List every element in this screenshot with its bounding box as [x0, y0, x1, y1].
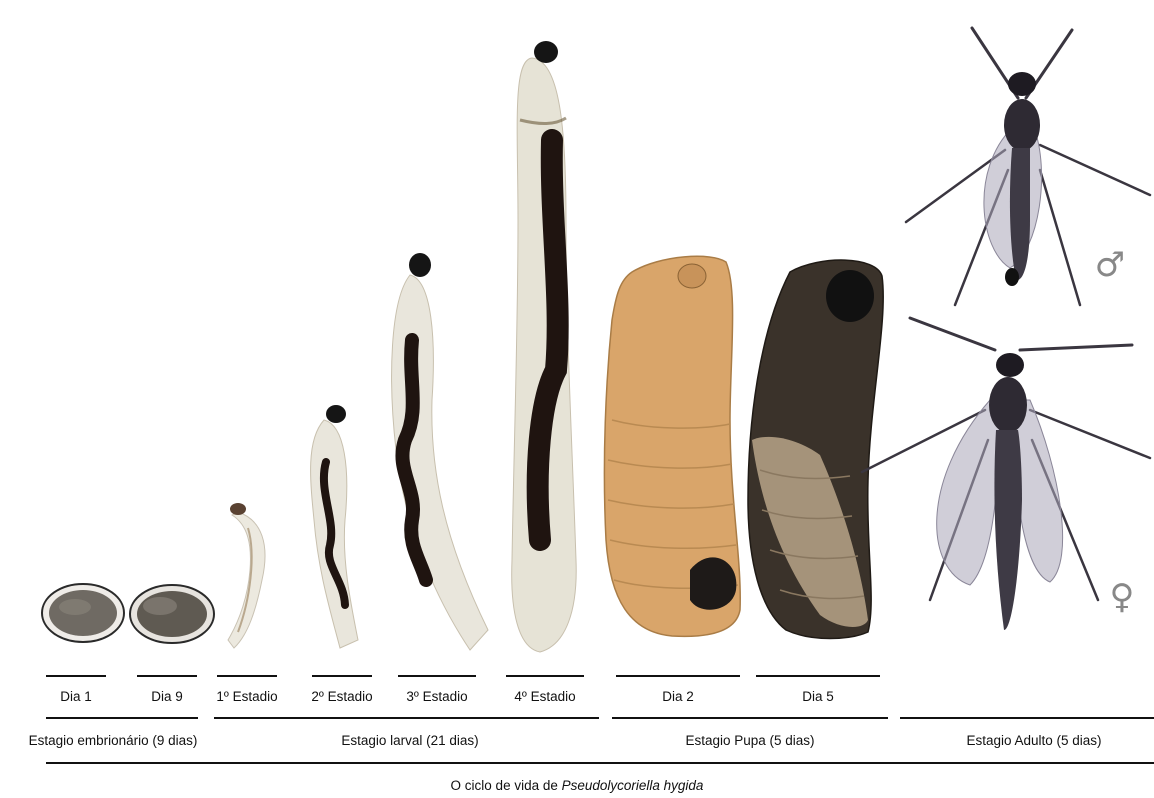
larva-3rd-instar	[392, 253, 488, 650]
stage-line-2-estadio	[312, 675, 372, 677]
egg-day-9	[130, 585, 214, 643]
stage-line-dia-1	[46, 675, 106, 677]
stage-label: 1º Estadio	[203, 689, 291, 704]
stage-line-pupa-dia-5	[756, 675, 880, 677]
life-cycle-line	[46, 762, 1154, 764]
stage-line-3-estadio	[398, 675, 476, 677]
group-line-pupa	[612, 717, 888, 719]
larva-2nd-instar	[311, 405, 358, 648]
group-line-embrionario	[46, 717, 198, 719]
stage-label: Dia 1	[40, 689, 112, 704]
stage-label: Dia 5	[778, 689, 858, 704]
larva-4th-instar	[512, 41, 577, 652]
female-symbol: ♀	[1110, 577, 1135, 617]
egg-day-1	[42, 584, 124, 642]
larva-1st-instar	[228, 503, 265, 648]
male-symbol: ♂	[1095, 245, 1125, 285]
caption-species: Pseudolycoriella hygida	[562, 778, 704, 793]
caption-prefix: O ciclo de vida de	[451, 778, 562, 793]
stage-label: 2º Estadio	[298, 689, 386, 704]
group-line-larval	[214, 717, 599, 719]
group-label: Estagio embrionário (9 dias)	[4, 733, 222, 748]
stage-label: 3º Estadio	[393, 689, 481, 704]
stage-line-dia-9	[137, 675, 197, 677]
stage-label: 4º Estadio	[501, 689, 589, 704]
group-label: Estagio Pupa (5 dias)	[650, 733, 850, 748]
stage-label: Dia 9	[131, 689, 203, 704]
pupa-day-5	[748, 260, 883, 638]
stage-line-1-estadio	[217, 675, 277, 677]
stage-line-pupa-dia-2	[616, 675, 740, 677]
group-label: Estagio larval (21 dias)	[300, 733, 520, 748]
pupa-day-2	[604, 256, 740, 636]
figure-caption: O ciclo de vida de Pseudolycoriella hygi…	[0, 778, 1154, 793]
group-label: Estagio Adulto (5 dias)	[924, 733, 1144, 748]
stage-label: Dia 2	[638, 689, 718, 704]
group-line-adulto	[900, 717, 1154, 719]
adult-female-fly	[862, 318, 1150, 630]
stage-line-4-estadio	[506, 675, 584, 677]
